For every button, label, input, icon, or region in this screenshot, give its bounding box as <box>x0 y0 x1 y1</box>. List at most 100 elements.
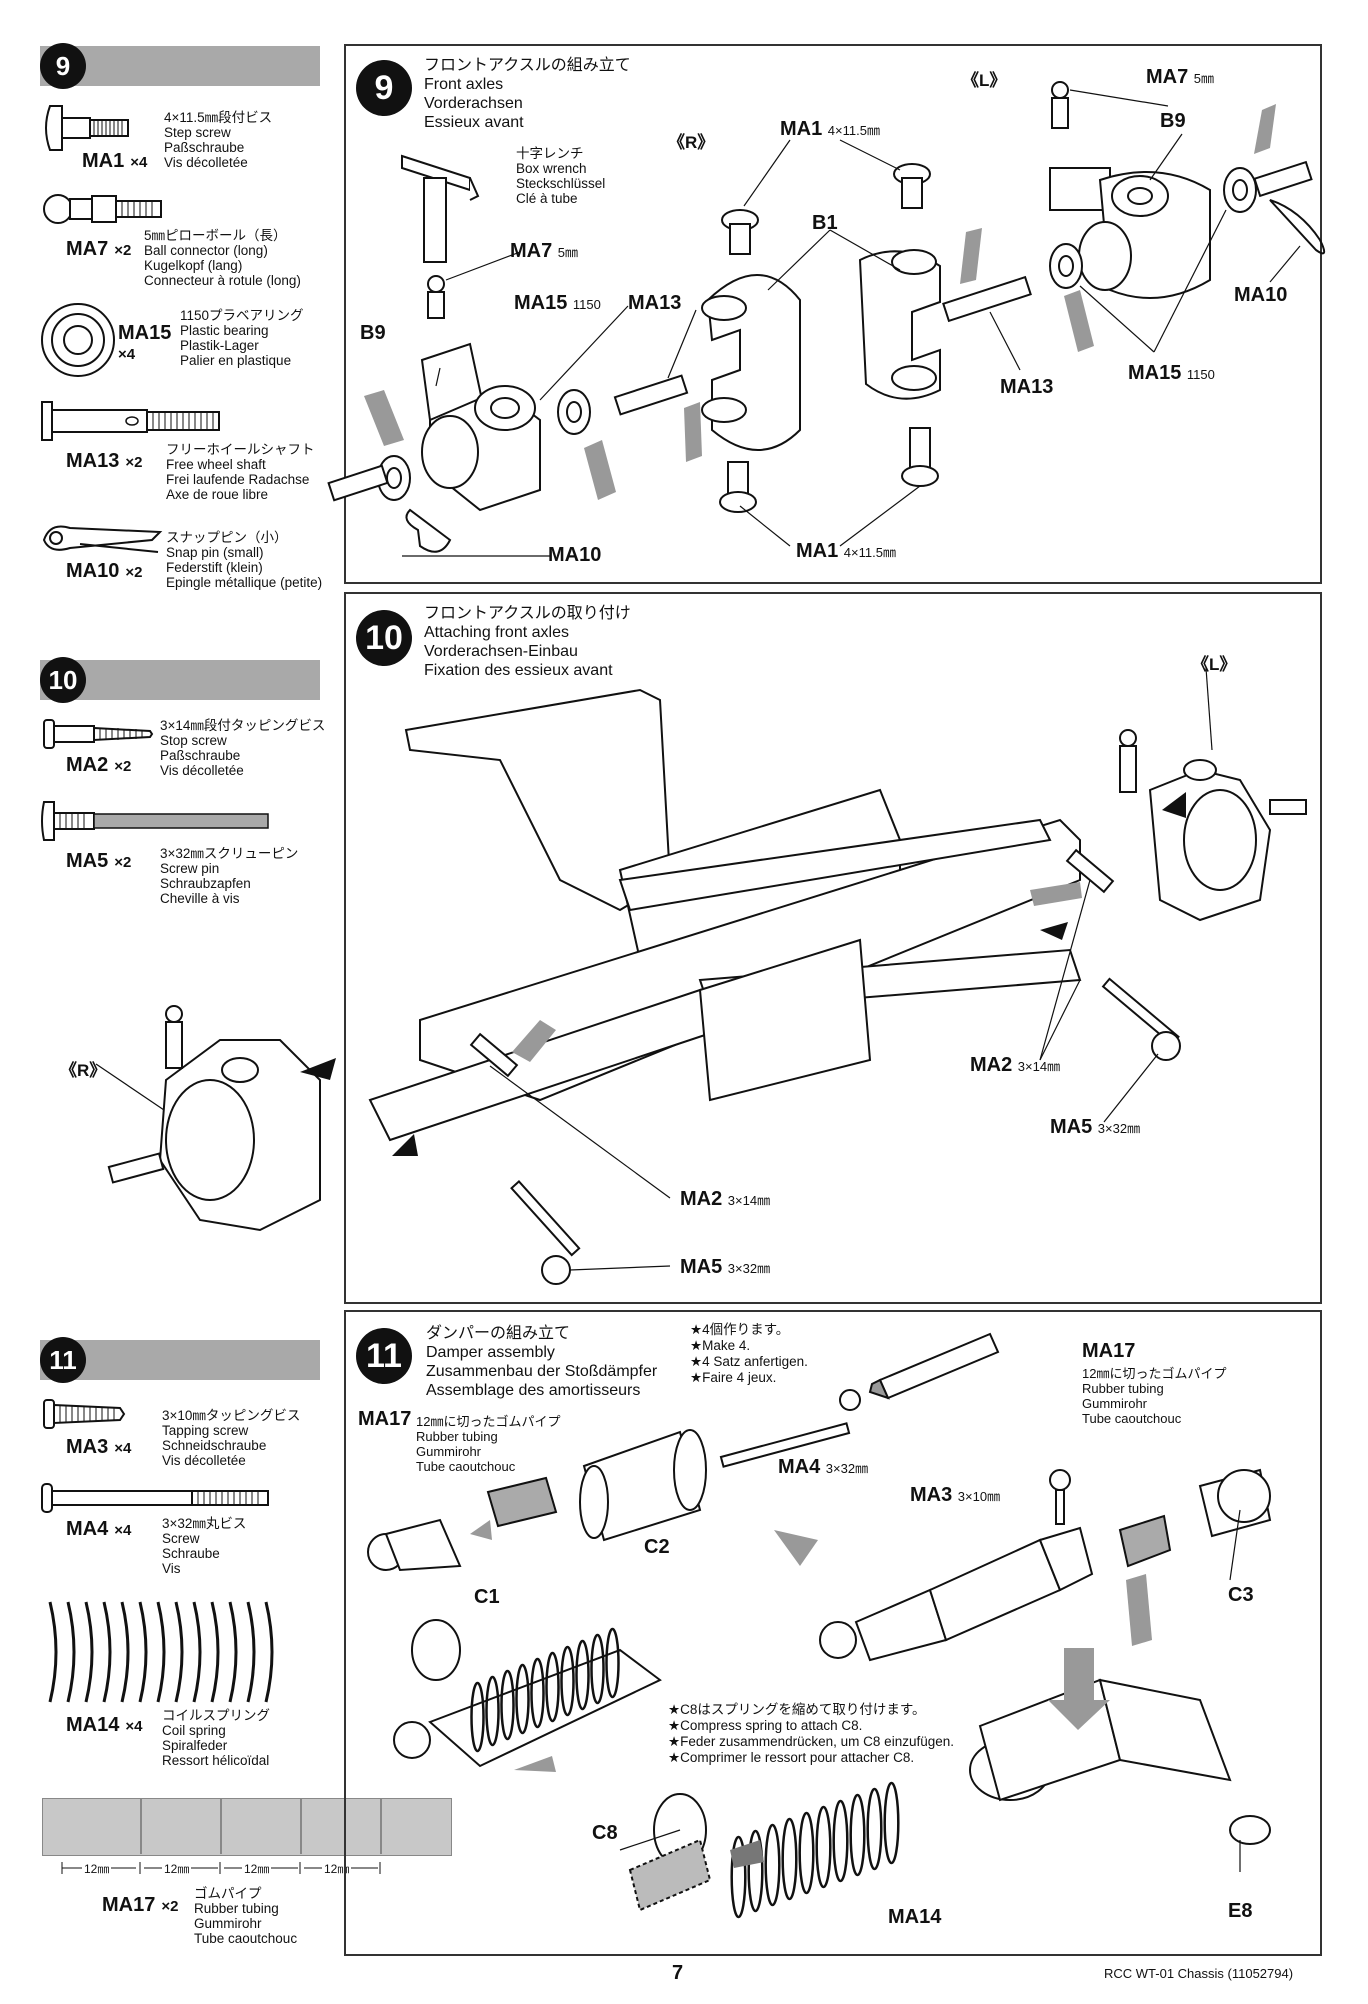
spring-coil <box>138 1601 148 1703</box>
box-wrench-label: 十字レンチ Box wrench Steckschlüssel Clé à tu… <box>516 146 606 206</box>
ma1-code: MA1×4 <box>82 150 148 172</box>
ma3-description: 3×10㎜タッピングビス Tapping screw Schneidschrau… <box>162 1408 301 1468</box>
ma2-right-label: MA2 3×14㎜ <box>970 1054 1061 1076</box>
ma7-ball-connector-icon <box>43 194 162 224</box>
ma1-bottom-label: MA1 4×11.5㎜ <box>796 540 896 562</box>
ma10-snap-pin-icon <box>42 525 163 553</box>
ma7-right-label: MA7 5㎜ <box>1146 66 1215 88</box>
step11-title: ダンパーの組み立て Damper assembly Zusammenbau de… <box>426 1325 658 1399</box>
c8-label: C8 <box>592 1822 618 1844</box>
ma10-right-label: MA10 <box>1234 284 1288 306</box>
e8-label: E8 <box>1228 1900 1253 1922</box>
ma3-screw-icon <box>43 1399 126 1429</box>
spring-coil <box>246 1601 256 1703</box>
c2-label: C2 <box>644 1536 670 1558</box>
ma14-description: コイルスプリング Coil spring Spiralfeder Ressort… <box>162 1708 270 1768</box>
tube-cut-line <box>220 1798 222 1854</box>
ma5-description: 3×32㎜スクリューピン Screw pin Schraubzapfen Che… <box>160 846 299 906</box>
step9-header-bar <box>40 46 320 86</box>
ma17-left-desc: 12㎜に切ったゴムパイプ Rubber tubing Gummirohr Tub… <box>416 1414 561 1474</box>
c8-compress-note: ★C8はスプリングを縮めて取り付けます。 ★Compress spring to… <box>668 1702 954 1765</box>
ma15-bearing-icon <box>41 303 115 377</box>
ma15-qty: ×4 <box>118 346 136 363</box>
spring-coil <box>174 1601 184 1703</box>
ma5-left-label: MA5 3×32㎜ <box>680 1256 771 1278</box>
tube-cut-line <box>140 1798 142 1854</box>
spring-coil <box>48 1601 58 1703</box>
ma2-code: MA2×2 <box>66 754 132 776</box>
ma3-code: MA3×4 <box>66 1436 132 1458</box>
step9-right-side-label: 《R》 <box>668 133 715 152</box>
ma2-description: 3×14㎜段付タッピングビス Stop screw Paßschraube Vi… <box>160 718 326 778</box>
make-4-note: ★4個作ります。 ★Make 4. ★4 Satz anfertigen. ★F… <box>690 1322 808 1385</box>
c3-label: C3 <box>1228 1584 1254 1606</box>
b1-label: B1 <box>812 212 838 234</box>
spring-coil <box>102 1601 112 1703</box>
ma2-screw-icon <box>43 719 154 749</box>
step11-header-bar <box>40 1340 320 1380</box>
ma17-tube-strip <box>42 1798 452 1856</box>
ma17-code: MA17×2 <box>102 1894 179 1916</box>
b9-left-label: B9 <box>360 322 386 344</box>
ma1-top-label: MA1 4×11.5㎜ <box>780 118 880 140</box>
step10-left-side-label: 《L》 <box>1192 655 1237 674</box>
ma4-screw-icon <box>41 1483 269 1513</box>
spring-coil <box>192 1601 202 1703</box>
spring-coil <box>228 1601 238 1703</box>
ma13-right-label: MA13 <box>1000 376 1054 398</box>
ma13-shaft-icon <box>41 401 220 441</box>
ma14-coil-spring-icon <box>48 1601 274 1703</box>
ma4-code: MA4×4 <box>66 1518 132 1540</box>
document-title: RCC WT-01 Chassis (11052794) <box>1104 1966 1294 1981</box>
step10-right-side-label: 《R》 <box>60 1061 107 1080</box>
step9-sidebar-number: 9 <box>40 43 86 89</box>
step9-title: フロントアクスルの組み立て Front axles Vorderachsen E… <box>424 57 631 131</box>
ma10-code: MA10×2 <box>66 560 143 582</box>
ma1-screw-icon <box>45 105 129 151</box>
ma15-code: MA15 <box>118 322 172 344</box>
ma15-description: 1150プラベアリング Plastic bearing Plastik-Lage… <box>180 308 304 368</box>
ma15-right-label: MA15 1150 <box>1128 362 1215 384</box>
ma17-right-label: MA17 <box>1082 1340 1136 1362</box>
tube-mark-2: 12㎜ <box>162 1860 192 1877</box>
step10-header-bar <box>40 660 320 700</box>
spring-coil <box>84 1601 94 1703</box>
page-number: 7 <box>672 1962 684 1984</box>
step11-panel-number: 11 <box>356 1328 412 1384</box>
ma17-description: ゴムパイプ Rubber tubing Gummirohr Tube caout… <box>194 1886 298 1946</box>
step9-panel-number: 9 <box>356 60 412 116</box>
ma17-left-label: MA17 <box>358 1408 412 1430</box>
ma14-code: MA14×4 <box>66 1714 143 1736</box>
tube-cut-line <box>380 1798 382 1854</box>
ma10-left-label: MA10 <box>548 544 602 566</box>
step9-left-side-label: 《L》 <box>962 71 1007 90</box>
spring-coil <box>66 1601 76 1703</box>
step9-panel <box>344 44 1322 584</box>
ma10-description: スナップピン（小） Snap pin (small) Federstift (k… <box>166 530 323 590</box>
ma13-code: MA13×2 <box>66 450 143 472</box>
spring-coil <box>264 1601 274 1703</box>
ma7-code: MA7×2 <box>66 238 132 260</box>
ma17-right-desc: 12㎜に切ったゴムパイプ Rubber tubing Gummirohr Tub… <box>1082 1366 1227 1426</box>
ma4-label: MA4 3×32㎜ <box>778 1456 869 1478</box>
ma5-right-label: MA5 3×32㎜ <box>1050 1116 1141 1138</box>
spring-coil <box>156 1601 166 1703</box>
step10-panel <box>344 592 1322 1304</box>
ma7-description: 5㎜ピローボール（長） Ball connector (long) Kugelk… <box>144 228 301 288</box>
ma3-label: MA3 3×10㎜ <box>910 1484 1001 1506</box>
tube-mark-1: 12㎜ <box>82 1860 112 1877</box>
ma5-code: MA5×2 <box>66 850 132 872</box>
ma4-description: 3×32㎜丸ビス Screw Schraube Vis <box>162 1516 247 1576</box>
ma13-left-label: MA13 <box>628 292 682 314</box>
step10-title: フロントアクスルの取り付け Attaching front axles Vord… <box>424 605 631 679</box>
spring-coil <box>210 1601 220 1703</box>
step11-sidebar-number: 11 <box>40 1337 86 1383</box>
ma7-left-label: MA7 5㎜ <box>510 240 579 262</box>
b9-right-label: B9 <box>1160 110 1186 132</box>
step10-sidebar-number: 10 <box>40 657 86 703</box>
spring-coil <box>120 1601 130 1703</box>
tube-mark-3: 12㎜ <box>242 1860 272 1877</box>
ma13-description: フリーホイールシャフト Free wheel shaft Frei laufen… <box>166 442 315 502</box>
c1-label: C1 <box>474 1586 500 1608</box>
ma1-description: 4×11.5㎜段付ビス Step screw Paßschraube Vis d… <box>164 110 273 170</box>
